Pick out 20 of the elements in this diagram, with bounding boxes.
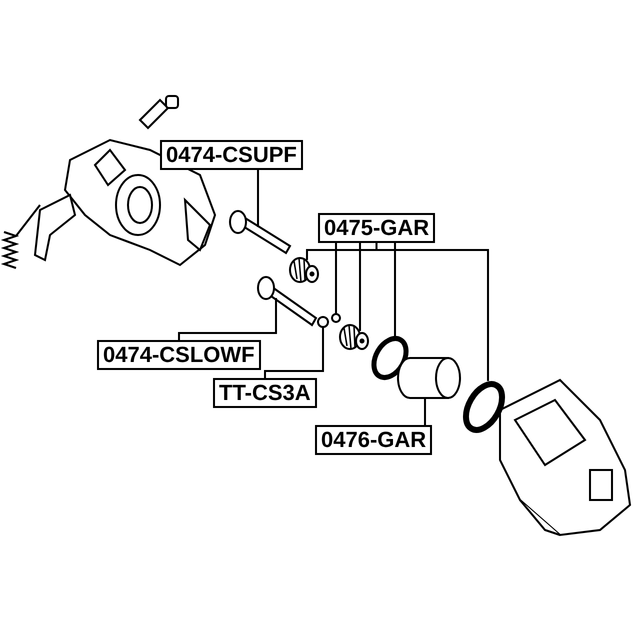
- part-drawing: [339, 324, 369, 350]
- part-number-label: TT-CS3A: [213, 378, 317, 408]
- part-number-label: 0475-GAR: [318, 213, 436, 243]
- part-number-label: 0476-GAR: [315, 425, 432, 455]
- part-number-label: 0474-CSUPF: [160, 140, 303, 170]
- part-number-label: 0474-CSLOWF: [97, 340, 261, 370]
- leader-line: [394, 243, 396, 338]
- ring-drawing: [372, 336, 408, 380]
- leader-line: [178, 298, 277, 340]
- piston-drawing: [397, 357, 461, 399]
- part-drawing: [229, 210, 292, 254]
- leader-line: [257, 170, 259, 227]
- part-drawing: [257, 276, 318, 326]
- ring-drawing: [462, 381, 506, 433]
- part-drawing: [289, 257, 319, 283]
- leader-line: [335, 243, 337, 314]
- ring-drawing: [317, 316, 329, 328]
- leader-line: [264, 327, 324, 378]
- ring-drawing: [331, 313, 341, 323]
- leader-line: [424, 398, 426, 425]
